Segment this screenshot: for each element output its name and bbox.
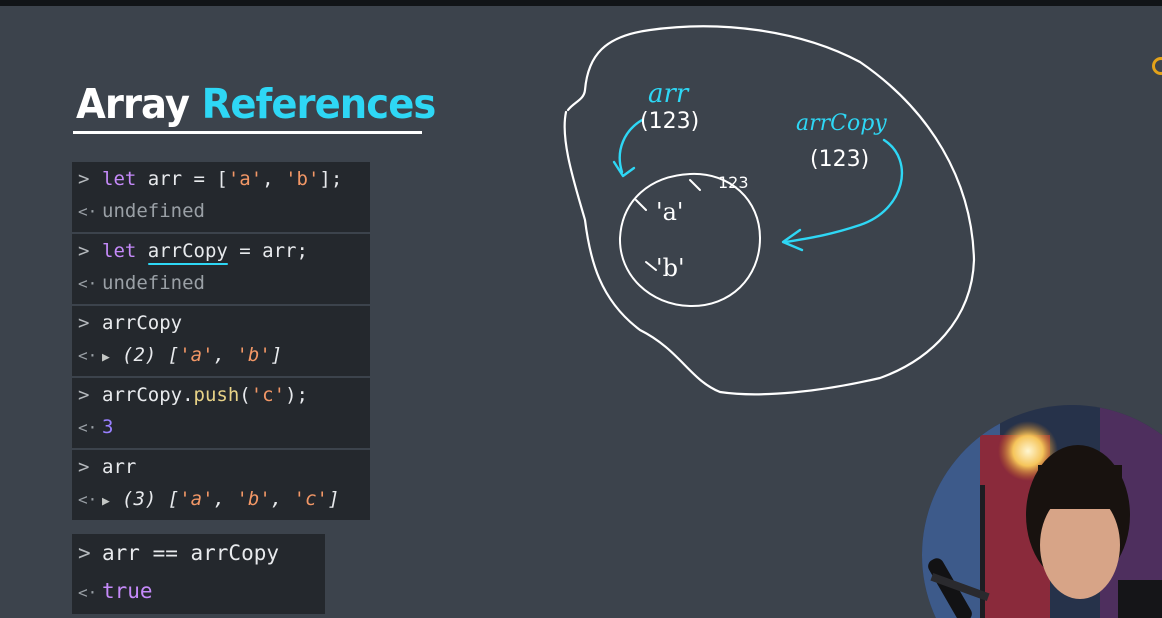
console-input-row[interactable]: > arrCopy.push('c'); bbox=[72, 378, 370, 412]
label-arrcopy: arrCopy bbox=[796, 111, 887, 136]
console-entry: > arrCopy <· ▶ (2) ['a', 'b'] bbox=[72, 306, 370, 378]
result-arrow-icon: <· bbox=[78, 418, 98, 437]
label-arr: arr bbox=[648, 79, 690, 109]
code-text: ); bbox=[285, 384, 308, 406]
array-item-a: 'a' bbox=[656, 198, 684, 226]
string-literal: 'c' bbox=[250, 384, 286, 406]
string-literal: 'b' bbox=[236, 344, 271, 366]
code-text: arr = [ bbox=[136, 168, 228, 190]
arr-arrow-head-icon bbox=[612, 160, 636, 178]
string-literal: 'b' bbox=[236, 488, 271, 510]
bracket: [ bbox=[167, 488, 180, 510]
label-memory-address: 123 bbox=[718, 173, 749, 192]
code-text: ]; bbox=[319, 168, 343, 190]
separator: , bbox=[270, 488, 294, 510]
devtools-console: >let arr = ['a', 'b']; <·undefined >let … bbox=[72, 162, 370, 522]
top-bar bbox=[0, 0, 1162, 6]
result-arrow-icon: <· bbox=[78, 583, 98, 602]
result-arrow-icon: <· bbox=[78, 202, 98, 221]
string-literal: 'a' bbox=[179, 488, 214, 510]
output-value: true bbox=[102, 579, 153, 603]
code-text: arrCopy. bbox=[102, 384, 194, 406]
bracket: ] bbox=[328, 488, 340, 510]
code-text: arr == arrCopy bbox=[102, 541, 280, 565]
console-output-row[interactable]: <· ▶ (2) ['a', 'b'] bbox=[72, 340, 370, 372]
console-output-row[interactable]: <· ▶ (3) ['a', 'b', 'c'] bbox=[72, 484, 370, 516]
string-literal: 'a' bbox=[179, 344, 214, 366]
result-arrow-icon: <· bbox=[78, 274, 98, 293]
console-entry: > arrCopy.push('c'); <·3 bbox=[72, 378, 370, 450]
console-output-row: <·3 bbox=[72, 412, 370, 444]
arrcopy-arrow-head-icon bbox=[781, 228, 804, 252]
title-part-array: Array bbox=[76, 80, 190, 128]
arrcopy-pointer-arrow bbox=[784, 138, 904, 244]
console-entry: > arr <· ▶ (3) ['a', 'b', 'c'] bbox=[72, 450, 370, 522]
presenter-video-image bbox=[922, 405, 1162, 618]
console-entry: > let arr = ['a', 'b']; <·undefined bbox=[72, 162, 370, 234]
string-literal: 'a' bbox=[227, 168, 263, 190]
tick-mark bbox=[689, 179, 701, 191]
output-value: 3 bbox=[102, 416, 114, 438]
console-input-row[interactable]: > let arrCopy = arr; bbox=[72, 234, 370, 268]
prompt-chevron-icon: > bbox=[78, 312, 90, 334]
separator: , bbox=[213, 344, 237, 366]
expand-triangle-icon[interactable]: ▶ bbox=[102, 350, 110, 365]
record-indicator-icon bbox=[1152, 57, 1162, 75]
result-arrow-icon: <· bbox=[78, 346, 98, 365]
console-entry: > let arrCopy = arr; <·undefined bbox=[72, 234, 370, 306]
tick-mark bbox=[635, 199, 647, 211]
console-input-row[interactable]: > arr == arrCopy bbox=[72, 534, 325, 572]
prompt-chevron-icon: > bbox=[78, 168, 90, 190]
arr-pointer-arrow bbox=[618, 118, 644, 174]
prompt-chevron-icon: > bbox=[78, 384, 90, 406]
output-value: undefined bbox=[102, 200, 205, 222]
array-item-b: 'b' bbox=[656, 254, 685, 282]
code-text: = arr; bbox=[227, 240, 308, 262]
prompt-chevron-icon: > bbox=[78, 541, 91, 565]
keyword: let bbox=[102, 240, 137, 262]
array-length: (2) bbox=[122, 344, 157, 366]
result-arrow-icon: <· bbox=[78, 490, 98, 509]
code-text: ( bbox=[239, 384, 251, 406]
array-length: (3) bbox=[122, 488, 157, 510]
output-value: undefined bbox=[102, 272, 205, 294]
keyword: let bbox=[102, 168, 137, 190]
console-output-row: <·true bbox=[72, 572, 325, 610]
slide-title: Array References bbox=[76, 80, 437, 128]
comparison-console: > arr == arrCopy <·true bbox=[72, 534, 325, 614]
label-arr-reference: (123) bbox=[640, 109, 699, 134]
bracket: [ bbox=[167, 344, 180, 366]
prompt-chevron-icon: > bbox=[78, 240, 90, 262]
expand-triangle-icon[interactable]: ▶ bbox=[102, 494, 110, 509]
prompt-chevron-icon: > bbox=[78, 456, 90, 478]
console-input-row[interactable]: > arrCopy bbox=[72, 306, 370, 340]
bracket: ] bbox=[270, 344, 283, 366]
console-input-row[interactable]: > let arr = ['a', 'b']; bbox=[72, 162, 370, 196]
separator: , bbox=[213, 488, 237, 510]
array-object-outline bbox=[618, 172, 762, 308]
code-text: , bbox=[262, 168, 286, 190]
underlined-variable: arrCopy bbox=[147, 240, 228, 262]
title-underline bbox=[73, 131, 422, 134]
tick-mark bbox=[645, 261, 657, 271]
code-text: arrCopy bbox=[102, 312, 183, 334]
string-literal: 'b' bbox=[285, 168, 320, 190]
console-input-row[interactable]: > arr bbox=[72, 450, 370, 484]
console-output-row: <·undefined bbox=[72, 196, 370, 228]
heap-outline bbox=[563, 25, 976, 396]
code-text: arr bbox=[102, 456, 137, 478]
label-arrcopy-reference: (123) bbox=[810, 147, 869, 172]
title-part-references: References bbox=[201, 80, 437, 128]
method-name: push bbox=[193, 384, 240, 406]
string-literal: 'c' bbox=[293, 488, 328, 510]
console-output-row: <·undefined bbox=[72, 268, 370, 300]
presenter-webcam bbox=[920, 405, 1162, 618]
